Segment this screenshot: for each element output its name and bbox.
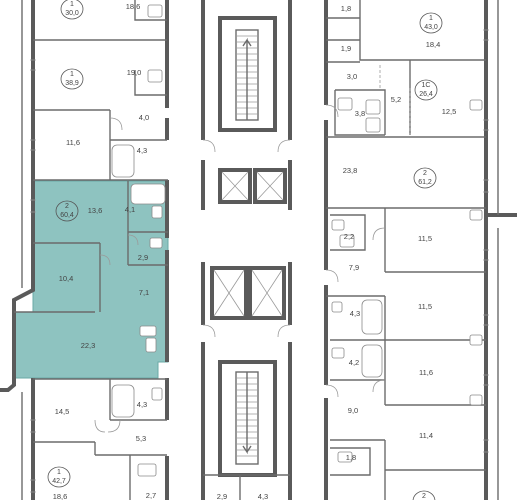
apartment-badge[interactable]: 138,9 bbox=[60, 68, 84, 90]
apartment-badge[interactable]: 143,0 bbox=[419, 12, 443, 34]
room-area-label: 2,9 bbox=[217, 492, 227, 500]
apartment-rooms: 1 bbox=[57, 469, 61, 476]
left-block-walls bbox=[0, 0, 169, 500]
room-area-label: 7,1 bbox=[139, 288, 149, 297]
apartment-rooms: 1 bbox=[70, 1, 74, 8]
apartment-area: 60,4 bbox=[60, 212, 74, 219]
apartment-area: 38,9 bbox=[65, 80, 79, 87]
room-area-label: 18,6 bbox=[126, 2, 141, 11]
apartment-area: 42,7 bbox=[52, 478, 66, 485]
room-area-label: 10,4 bbox=[59, 274, 74, 283]
room-area-label: 11,6 bbox=[419, 368, 433, 377]
room-area-label: 4,3 bbox=[137, 400, 147, 409]
apartment-badge[interactable]: 142,7 bbox=[47, 466, 71, 488]
apartment-badge-circle bbox=[414, 79, 438, 101]
apartment-area: 26,4 bbox=[419, 91, 433, 98]
room-area-label: 11,5 bbox=[418, 234, 432, 243]
apartment-rooms: 2 bbox=[65, 203, 69, 210]
apartment-rooms: 2 bbox=[423, 170, 427, 177]
apartment-rooms: 1 bbox=[429, 15, 433, 22]
apartment-area: 43,0 bbox=[424, 24, 438, 31]
room-area-label: 4,1 bbox=[125, 205, 135, 214]
room-area-label: 3,0 bbox=[347, 72, 357, 81]
room-area-label: 7,9 bbox=[349, 263, 359, 272]
room-area-label: 4,0 bbox=[139, 113, 149, 122]
window-marks bbox=[30, 29, 489, 493]
apartment-badge-circle bbox=[413, 167, 437, 189]
room-area-label: 11,5 bbox=[418, 302, 432, 311]
room-area-label: 11,4 bbox=[419, 431, 433, 440]
apartment-badge-circle bbox=[419, 12, 443, 34]
room-area-label: 2,7 bbox=[146, 491, 156, 500]
apartment-rooms: 1С bbox=[422, 82, 431, 89]
room-area-label: 4,3 bbox=[350, 309, 360, 318]
apartment-area: 61,2 bbox=[418, 179, 432, 186]
apartment-badge[interactable]: 1С 26,4 bbox=[414, 79, 438, 101]
room-area-label: 1,8 bbox=[346, 453, 356, 462]
room-area-label: 5,2 bbox=[391, 95, 401, 104]
room-area-label: 9,0 bbox=[348, 406, 358, 415]
room-area-label: 11,6 bbox=[66, 138, 80, 147]
apartment-area: 30,0 bbox=[65, 10, 79, 17]
room-area-label: 1,9 bbox=[341, 44, 351, 53]
right-plumbing bbox=[331, 97, 483, 463]
room-area-label: 4,3 bbox=[258, 492, 268, 500]
apartment-rooms: 2 bbox=[422, 493, 426, 500]
central-core bbox=[201, 0, 292, 500]
room-area-label: 14,5 bbox=[55, 407, 70, 416]
left-plumbing bbox=[111, 4, 166, 477]
room-area-label: 12,5 bbox=[442, 107, 457, 116]
room-area-label: 18,6 bbox=[53, 492, 68, 500]
right-block-walls bbox=[324, 0, 517, 500]
room-area-label: 2,9 bbox=[138, 253, 148, 262]
apartment-rooms: 1 bbox=[70, 71, 74, 78]
room-area-label: 3,8 bbox=[355, 109, 365, 118]
apartment-badge[interactable]: 130,0 bbox=[60, 0, 84, 20]
room-area-label: 5,3 bbox=[136, 434, 146, 443]
room-area-label: 19,0 bbox=[127, 68, 142, 77]
room-area-label: 4,2 bbox=[349, 358, 359, 367]
room-area-label: 13,6 bbox=[88, 206, 103, 215]
apartment-badge[interactable]: 260,4 bbox=[55, 200, 79, 222]
apartment-badge[interactable]: 2 bbox=[412, 490, 436, 500]
room-area-label: 1,8 bbox=[341, 4, 351, 13]
apartment-badge-circle bbox=[47, 466, 71, 488]
apartment-badge-circle bbox=[55, 200, 79, 222]
room-area-label: 18,4 bbox=[426, 40, 441, 49]
apartment-badge-circle bbox=[60, 0, 84, 20]
apartment-badge-circle bbox=[60, 68, 84, 90]
room-area-label: 4,3 bbox=[137, 146, 147, 155]
room-area-label: 23,8 bbox=[343, 166, 358, 175]
apartment-badge-circle bbox=[412, 490, 436, 500]
room-area-label: 2,2 bbox=[344, 232, 354, 241]
room-area-label: 22,3 bbox=[81, 341, 96, 350]
apartment-badge[interactable]: 261,2 bbox=[413, 167, 437, 189]
